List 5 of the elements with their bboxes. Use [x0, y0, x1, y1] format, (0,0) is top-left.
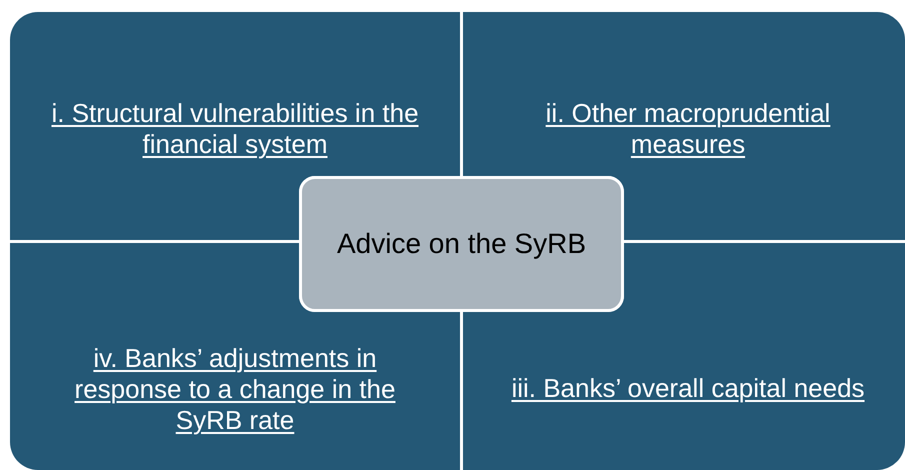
- topic-box: Advice on the SyRB: [299, 176, 624, 312]
- quadrant-heading: iii. Banks’ overall capital needs: [510, 373, 866, 404]
- quadrant-heading: i. Structural vulnerabilities in the financial system: [50, 98, 420, 160]
- quadrant-heading: iv. Banks’ adjustments in response to a change in the SyRB rate: [74, 343, 396, 436]
- quadrant-heading: ii. Other macroprudential measures: [544, 98, 832, 160]
